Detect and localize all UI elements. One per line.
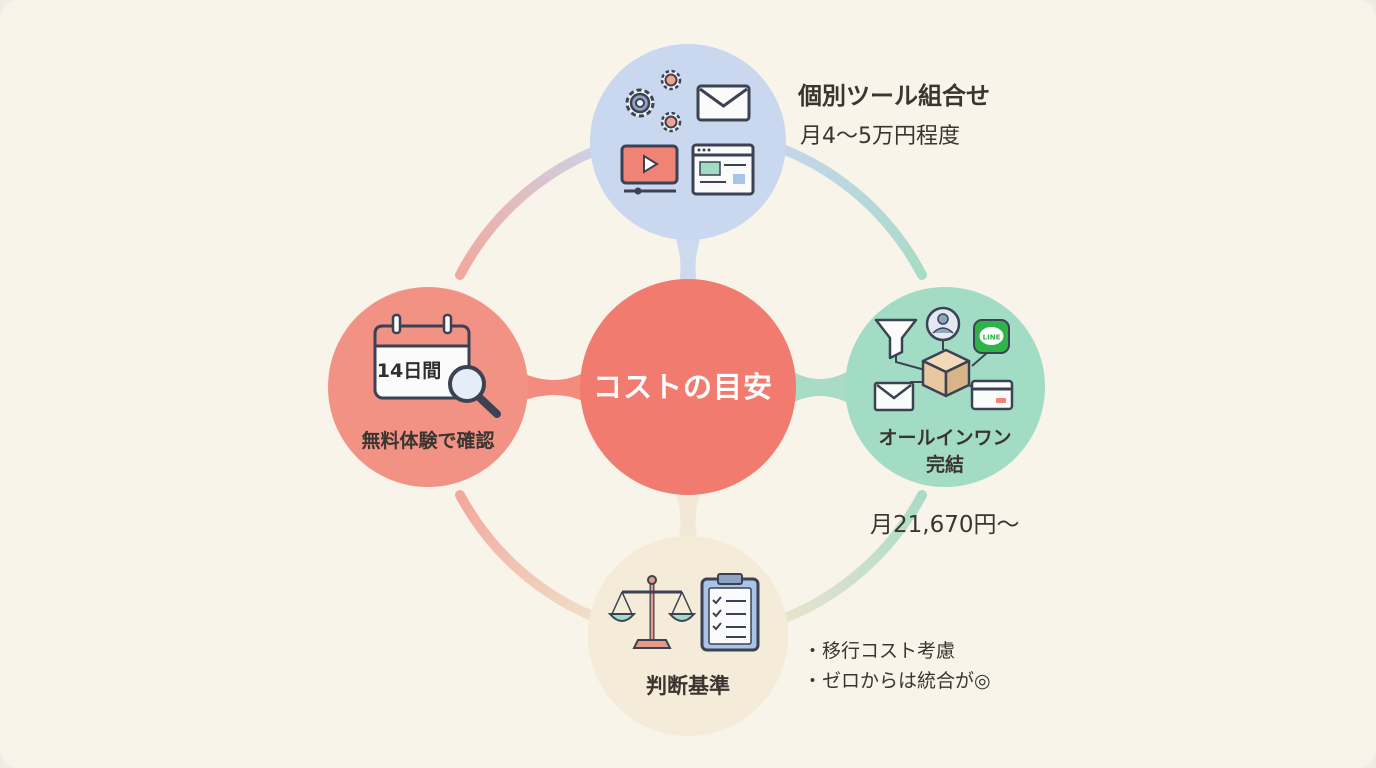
criteria-note-1: ・移行コスト考慮 [803,640,956,662]
user-icon [925,306,961,342]
funnel-icon [874,318,918,360]
outer-ring [455,143,927,625]
all-in-one-price: 月21,670円〜 [870,512,1020,538]
ring-arc-bottom-left [455,490,607,625]
center-circle [580,279,796,495]
credit-card-icon [970,379,1014,411]
browser-window-icon [691,143,755,196]
all-in-one-label-line2: 完結 [925,454,964,476]
gear-icon [625,88,655,118]
criteria-note-2: ・ゼロからは統合が◎ [803,670,991,692]
line-badge-text: LINE [983,334,1001,342]
ring-arc-top-right [775,143,927,280]
envelope-icon [873,381,915,412]
ring-arc-right-bottom [775,490,927,625]
gear-icon [660,69,682,91]
calendar-days-text: 14日間 [377,360,441,382]
individual-tools-price: 月4〜5万円程度 [800,124,960,149]
node-circle-individual-tools [590,44,786,240]
balance-scale-icon [607,575,697,649]
line-app-icon [973,319,1010,354]
ring-arc-left-top [455,143,607,280]
all-in-one-label-line1: オールインワン [878,427,1012,449]
magnifier-icon [448,365,501,418]
gear-icon [660,111,682,133]
envelope-icon [696,84,751,122]
box-icon [921,348,971,398]
checklist-clipboard-icon [700,573,760,652]
center-title: コストの目安 [592,370,773,404]
calendar-icon [373,313,471,400]
video-player-icon [620,144,679,195]
individual-tools-title: 個別ツール組合せ [798,82,990,110]
free-trial-label: 無料体験で確認 [361,430,495,452]
criteria-label: 判断基準 [646,674,730,698]
